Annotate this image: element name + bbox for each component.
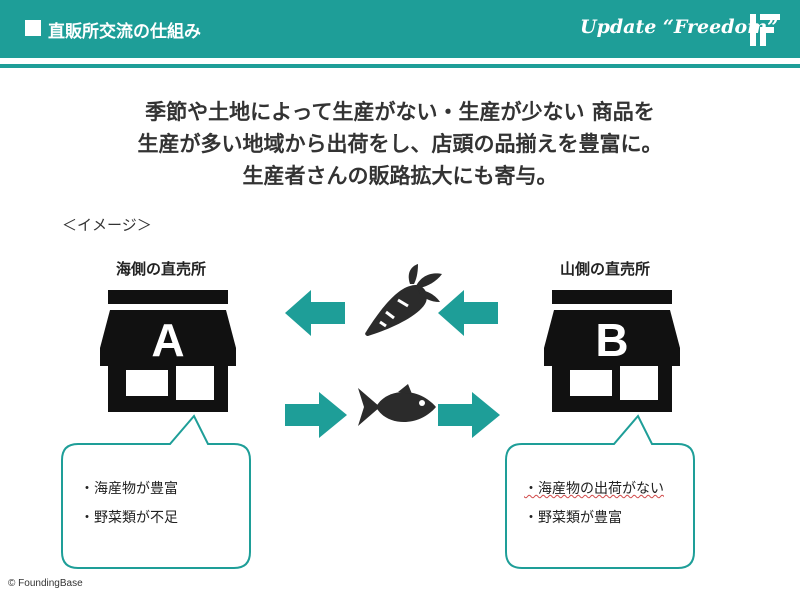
shop-a-label: 海側の直売所 <box>116 260 207 278</box>
shop-a-speech-bubble <box>61 414 251 569</box>
header-rule <box>0 64 800 68</box>
list-item: ・野菜類が豊富 <box>524 510 622 526</box>
header-square-icon <box>25 20 41 36</box>
list-item: ・野菜類が不足 <box>80 510 178 526</box>
lead-line-2: 生産が多い地域から出荷をし、店頭の品揃えを豊富に。 <box>137 132 663 156</box>
list-item: ・海産物の出荷がない <box>524 481 664 497</box>
arrow-right-icon <box>438 392 500 438</box>
shop-b-letter: B <box>595 314 628 366</box>
shop-b-bullets: ・海産物の出荷がない ・野菜類が豊富 <box>524 475 664 533</box>
shop-b-speech-bubble <box>505 414 695 569</box>
lead-line-1: 季節や土地によって生産がない・生産が少ない 商品を <box>145 100 655 124</box>
shop-b-icon: B <box>544 290 680 412</box>
arrow-right-icon <box>285 392 347 438</box>
lead-text: 季節や土地によって生産がない・生産が少ない 商品を 生産が多い地域から出荷をし、… <box>0 96 800 192</box>
page-title: 直販所交流の仕組み <box>48 22 201 42</box>
header-slogan: Update “Freedom” <box>580 16 779 38</box>
copyright: © FoundingBase <box>8 578 83 589</box>
arrow-left-icon <box>438 290 498 336</box>
list-item: ・海産物が豊富 <box>80 481 178 497</box>
image-label: ＜イメージ＞ <box>62 216 152 234</box>
lead-line-3: 生産者さんの販路拡大にも寄与。 <box>242 164 558 188</box>
founding-base-logo-icon <box>750 14 780 46</box>
shop-a-bullets: ・海産物が豊富 ・野菜類が不足 <box>80 475 178 533</box>
shop-a-letter: A <box>151 314 184 366</box>
fish-icon <box>358 384 436 426</box>
arrow-left-icon <box>285 290 345 336</box>
carrot-icon <box>365 264 442 336</box>
shop-a-icon: A <box>100 290 236 412</box>
shop-b-label: 山側の直売所 <box>560 260 651 278</box>
header-bar <box>0 0 800 58</box>
